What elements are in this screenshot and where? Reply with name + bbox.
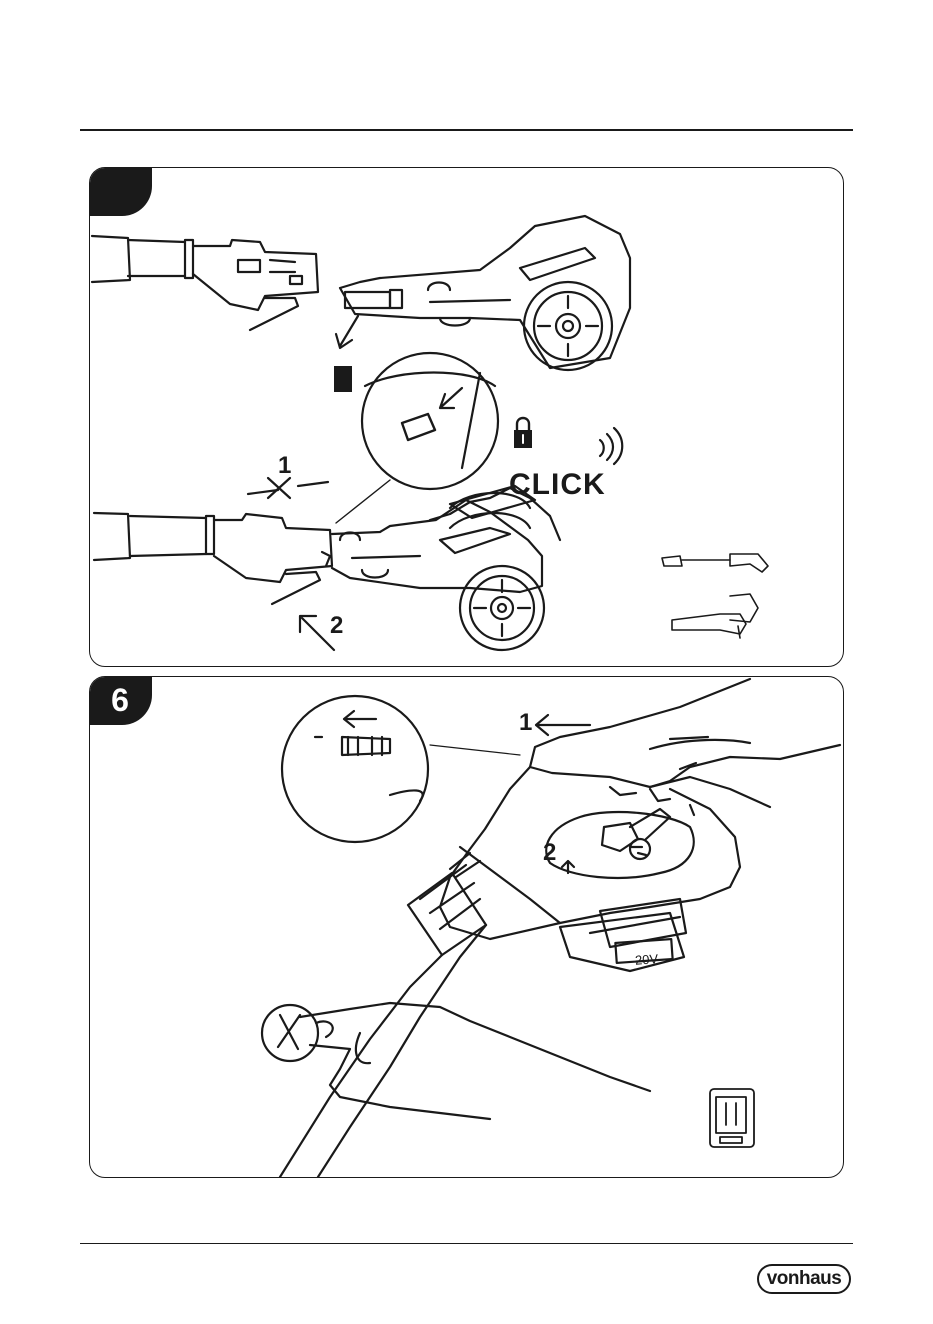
header-rule xyxy=(80,129,853,131)
arrow-converge-icon xyxy=(268,478,290,498)
battery-voltage-label: 20V xyxy=(635,952,659,967)
spray-gun-accessory-icon xyxy=(662,554,768,572)
lock-marker xyxy=(334,366,352,392)
lock-icon xyxy=(514,418,532,448)
sound-waves-icon xyxy=(600,428,622,464)
step-panel-5: 1 2 CLICK xyxy=(89,167,844,667)
step-label-1: 1 xyxy=(278,454,291,478)
step-panel-6: 6 xyxy=(89,676,844,1178)
lower-hand-illustration xyxy=(262,1003,650,1119)
zoom-release-button-illustration xyxy=(282,696,520,842)
patio-cleaner-accessory-icon xyxy=(672,594,758,638)
battery-pack-illustration xyxy=(560,899,686,971)
assembly-illustration xyxy=(90,168,843,666)
battery-insertion-illustration xyxy=(90,677,843,1177)
footer-rule xyxy=(80,1243,853,1244)
tool-body-illustration xyxy=(440,767,740,939)
brand-logo: vonhaus xyxy=(757,1264,851,1294)
battery-pack-icon xyxy=(710,1089,754,1147)
upper-patio-cleaner-illustration xyxy=(340,216,630,370)
upper-hand-illustration xyxy=(530,679,840,807)
step-label-2: 2 xyxy=(330,614,343,638)
step-label-1: 1 xyxy=(519,711,532,735)
step-label-2: 2 xyxy=(543,841,556,865)
upper-wand-illustration xyxy=(92,236,318,330)
click-label: CLICK xyxy=(509,470,606,500)
